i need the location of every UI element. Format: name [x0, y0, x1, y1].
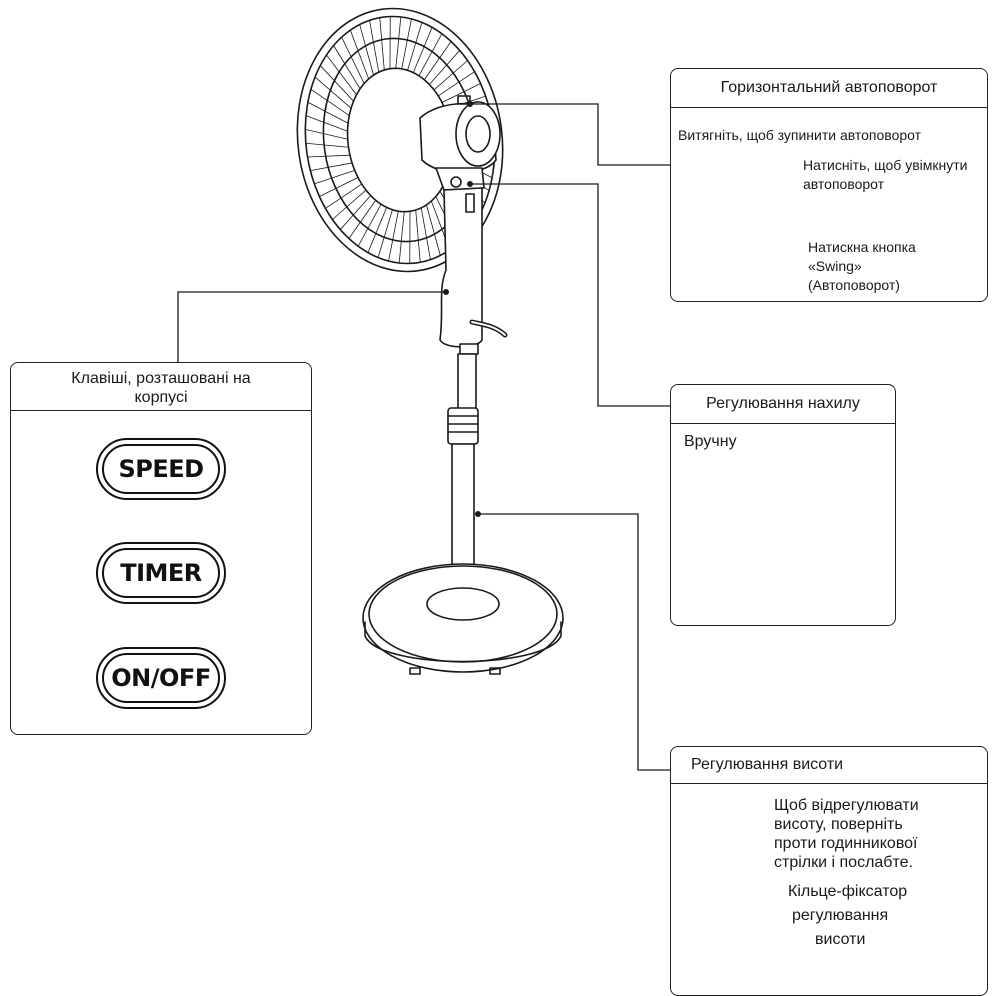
- height-instruction-line1: Щоб відрегулювати: [774, 796, 919, 815]
- speed-key: SPEED: [96, 438, 226, 500]
- fan-base: [363, 564, 563, 674]
- swing-press-line2: автоповорот: [803, 175, 884, 193]
- swing-pull-text: Витягніть, щоб зупинити автоповорот: [678, 126, 921, 144]
- height-ring-line2: регулювання: [792, 906, 888, 925]
- keys-panel-title-line1: Клавіші, розташовані на: [11, 369, 311, 388]
- swing-button-line2: «Swing»: [808, 257, 862, 275]
- timer-key-label: TIMER: [120, 559, 202, 587]
- keys-panel-title: Клавіші, розташовані на корпусі: [11, 363, 311, 411]
- on-off-key-label: ON/OFF: [111, 664, 210, 692]
- height-instruction-line2: висоту, поверніть: [774, 815, 903, 834]
- height-ring-line3: висоти: [815, 930, 865, 949]
- on-off-key: ON/OFF: [96, 647, 226, 709]
- height-instruction-line3: проти годинникової: [774, 834, 917, 853]
- swing-button-line1: Натискна кнопка: [808, 238, 916, 256]
- fan-pole: [440, 188, 505, 604]
- tilt-panel: Регулювання нахилу: [670, 384, 896, 626]
- timer-key: TIMER: [96, 542, 226, 604]
- keys-panel-title-line2: корпусі: [11, 388, 311, 407]
- height-ring-line1: Кільце-фіксатор: [788, 882, 907, 901]
- swing-panel-title: Горизонтальний автоповорот: [671, 69, 987, 108]
- height-panel-title: Регулювання висоти: [671, 747, 987, 784]
- tilt-panel-title: Регулювання нахилу: [671, 385, 895, 424]
- speed-key-label: SPEED: [118, 455, 203, 483]
- swing-press-line1: Натисніть, щоб увімкнути: [803, 156, 967, 174]
- tilt-manual-label: Вручну: [684, 432, 737, 451]
- height-instruction-line4: стрілки і послабте.: [774, 853, 913, 872]
- swing-button-line3: (Автоповорот): [808, 276, 900, 294]
